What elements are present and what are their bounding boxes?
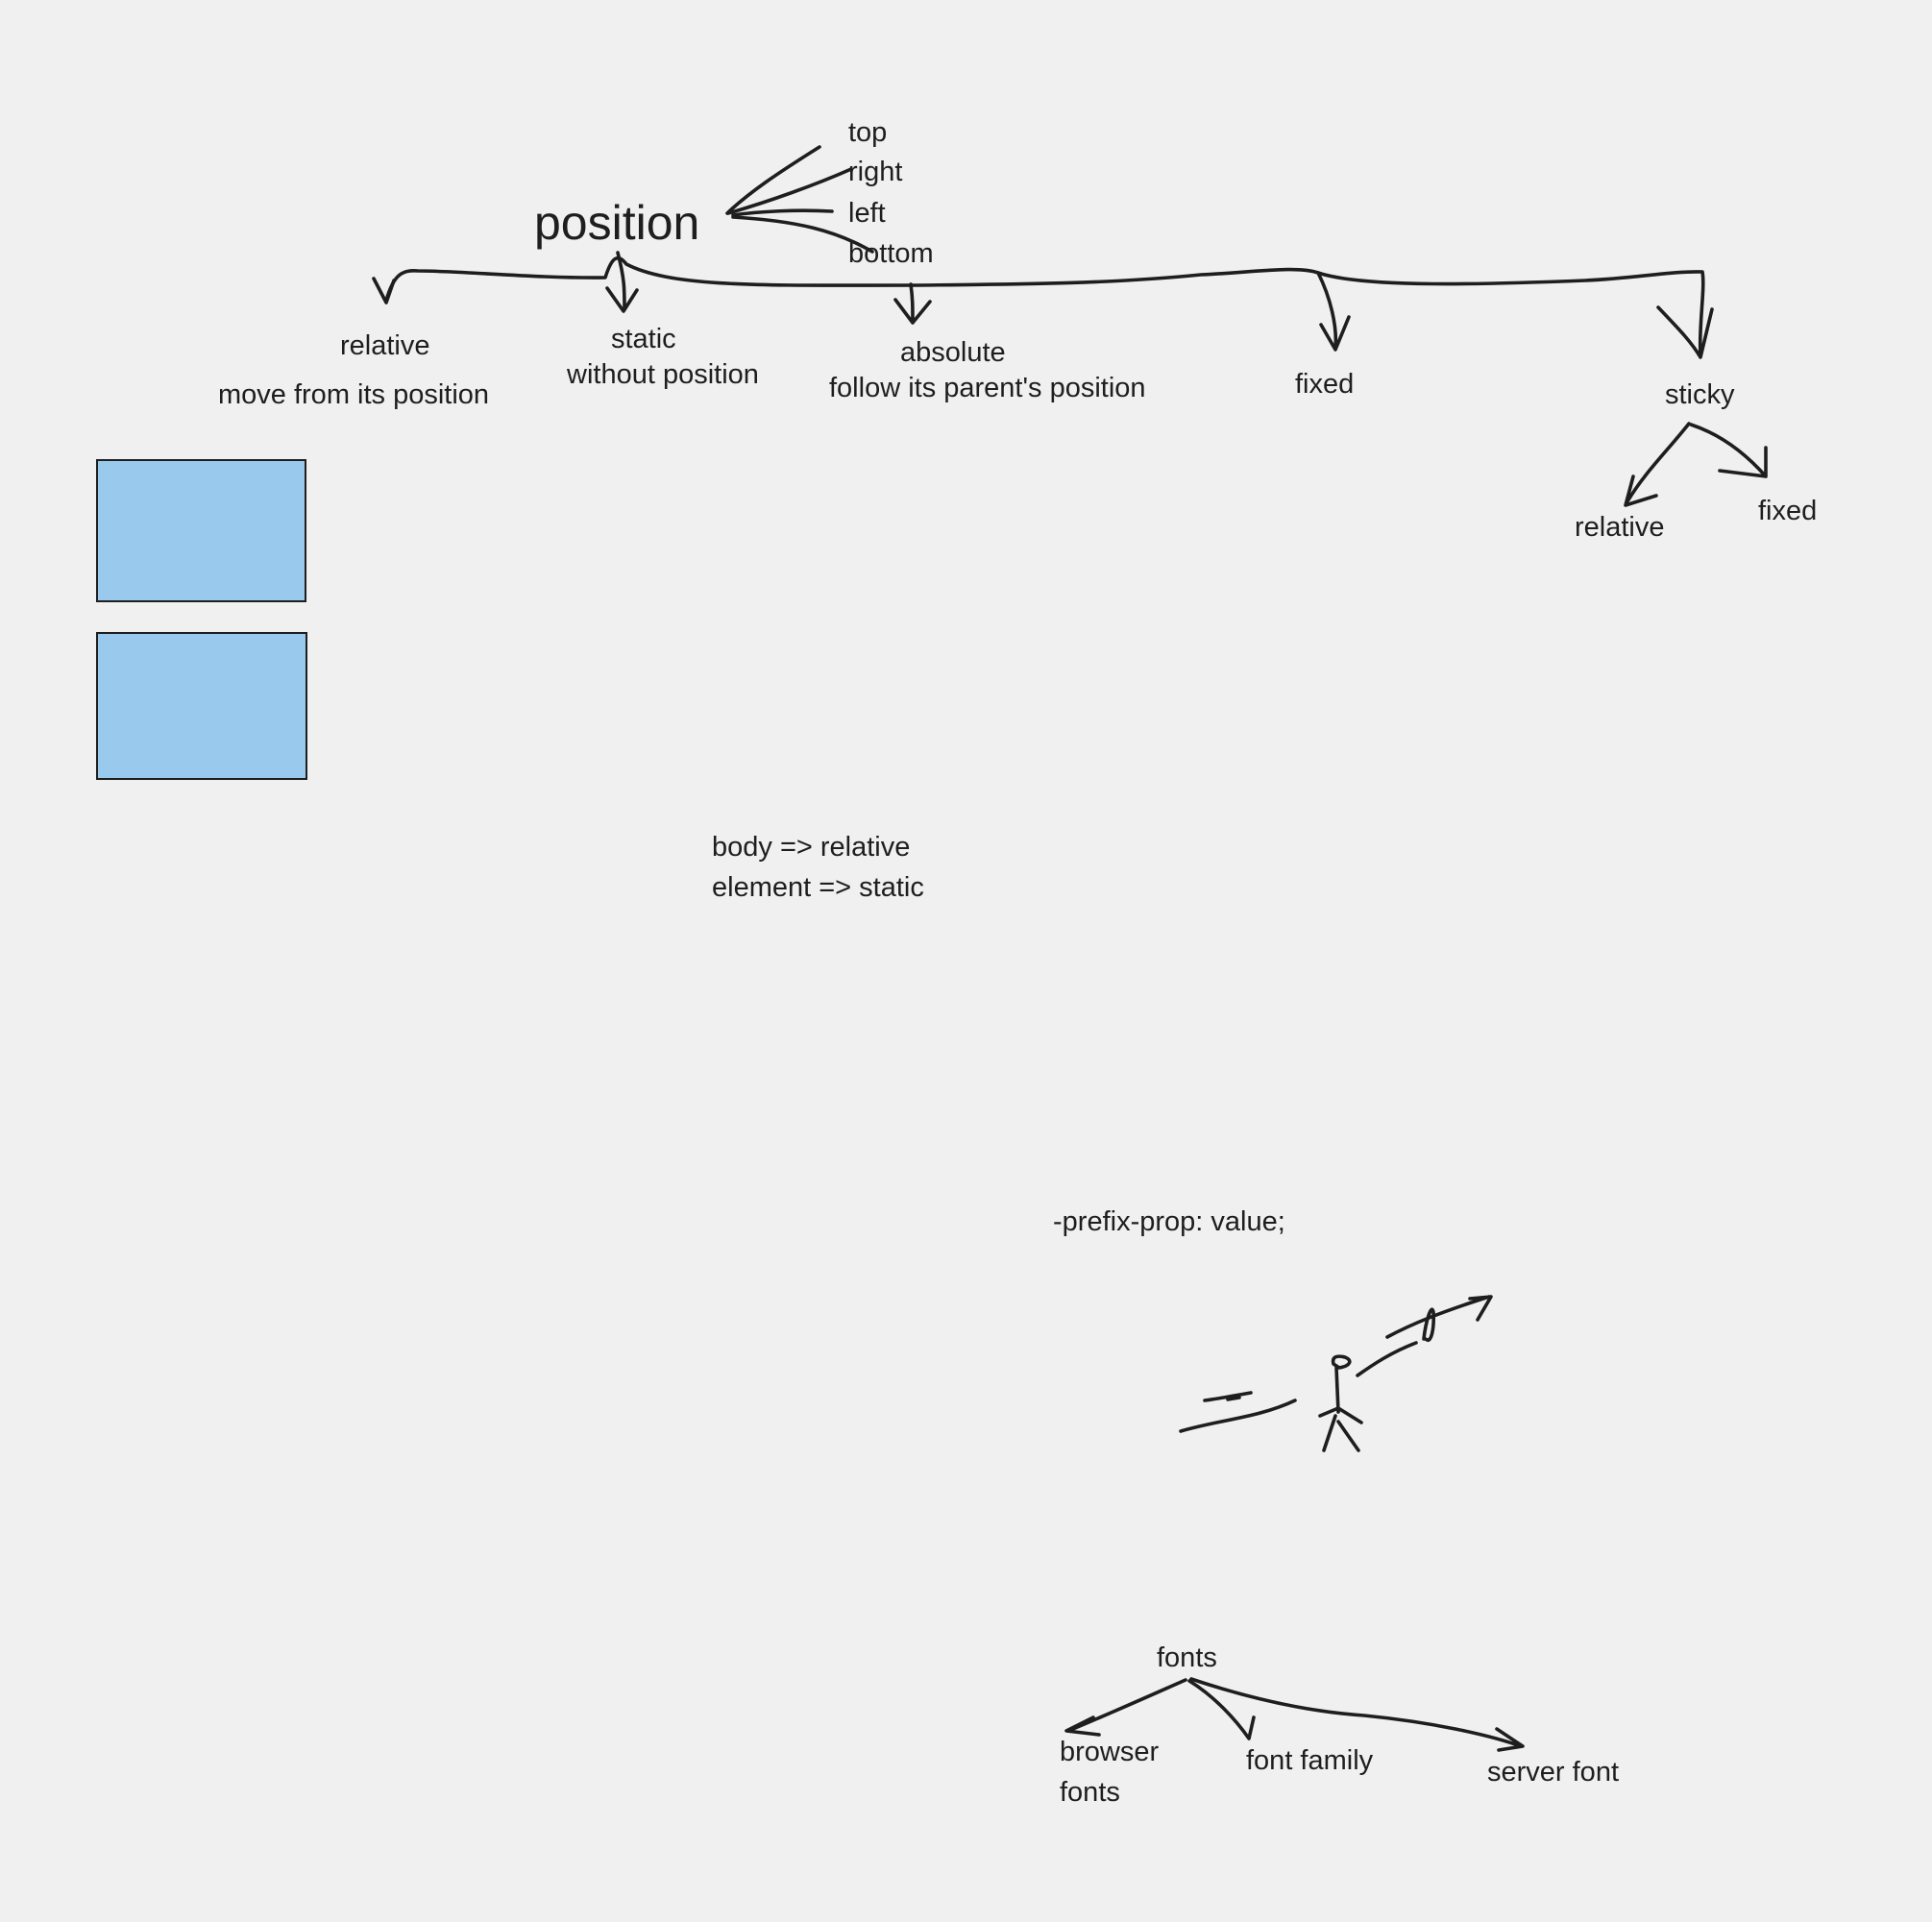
connector-right <box>726 167 853 215</box>
fonts-browser-line2: fonts <box>1060 1777 1120 1808</box>
position-branch-line <box>384 255 1705 357</box>
blue-box-bottom <box>96 632 307 780</box>
fonts-title: fonts <box>1157 1642 1217 1673</box>
sketch-ball <box>1422 1307 1435 1342</box>
sticky-child-relative: relative <box>1575 512 1665 543</box>
sketch-head <box>1331 1354 1352 1370</box>
arrow-server-font <box>1189 1677 1525 1752</box>
blue-box-top <box>96 459 306 602</box>
fonts-server: server font <box>1487 1757 1619 1788</box>
mode-sticky-label: sticky <box>1665 379 1735 410</box>
connector-bottom <box>731 215 874 254</box>
arrow-absolute <box>893 282 932 325</box>
prefix-syntax: -prefix-prop: value; <box>1053 1206 1285 1237</box>
arrow-sticky-fixed <box>1689 423 1768 478</box>
mode-static-label: static <box>611 324 676 354</box>
offset-left: left <box>848 198 886 229</box>
offset-right: right <box>848 157 903 187</box>
fonts-browser-line1: browser <box>1060 1737 1160 1767</box>
mode-fixed-label: fixed <box>1295 369 1355 400</box>
arrow-relative <box>372 277 396 304</box>
default-body: body => relative <box>712 832 911 863</box>
arrow-static <box>605 251 639 313</box>
fonts-family: font family <box>1246 1745 1374 1776</box>
sticky-child-fixed: fixed <box>1758 496 1818 526</box>
default-element: element => static <box>712 872 924 903</box>
connector-top <box>725 145 821 215</box>
connector-left <box>731 208 834 217</box>
arrow-sticky <box>1656 305 1714 359</box>
mode-relative-label: relative <box>340 330 430 361</box>
offset-bottom: bottom <box>848 238 934 269</box>
arrow-sticky-relative <box>1624 422 1691 507</box>
mode-relative-note: move from its position <box>218 379 490 410</box>
arrow-browser-fonts <box>1064 1678 1187 1737</box>
offset-top: top <box>848 117 888 148</box>
mode-absolute-label: absolute <box>900 337 1006 368</box>
position-title: position <box>534 196 700 250</box>
sketch-body <box>1318 1366 1363 1452</box>
sketch-ground-line <box>1179 1399 1297 1433</box>
sketch-dash <box>1203 1391 1253 1402</box>
mode-absolute-note: follow its parent's position <box>829 373 1146 403</box>
arrow-fixed <box>1316 271 1351 352</box>
mode-static-note: without position <box>567 359 759 390</box>
arrow-font-family <box>1187 1679 1256 1740</box>
